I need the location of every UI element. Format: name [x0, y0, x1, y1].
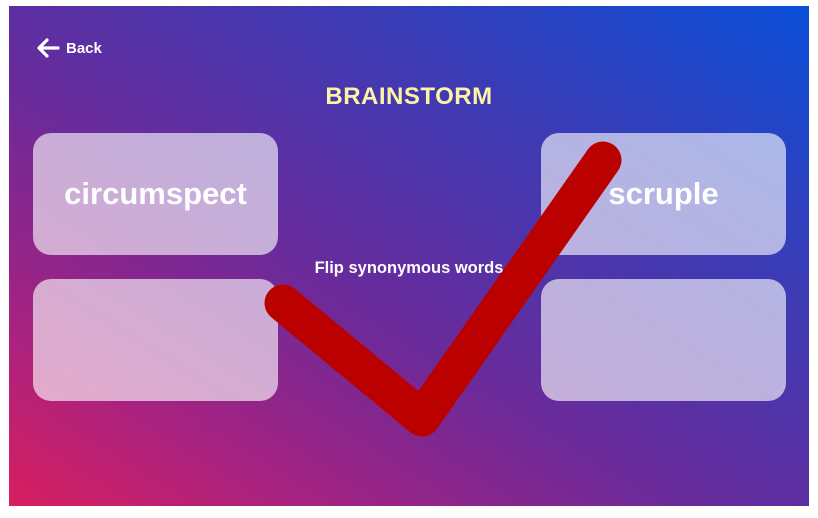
card-word: circumspect	[64, 176, 247, 211]
game-title: BRAINSTORM	[325, 83, 493, 110]
word-card[interactable]: scruple	[541, 133, 786, 255]
instruction-text: Flip synonymous words	[314, 259, 504, 277]
word-card[interactable]	[33, 279, 278, 401]
back-label: Back	[66, 39, 102, 57]
word-card[interactable]	[541, 279, 786, 401]
game-screen: Back BRAINSTORM circumspect scruple Flip…	[9, 6, 809, 506]
checkmark-icon	[264, 141, 622, 437]
arrow-left-icon	[36, 38, 60, 58]
back-button[interactable]: Back	[36, 38, 102, 58]
word-card[interactable]: circumspect	[33, 133, 278, 255]
card-word: scruple	[608, 176, 719, 211]
